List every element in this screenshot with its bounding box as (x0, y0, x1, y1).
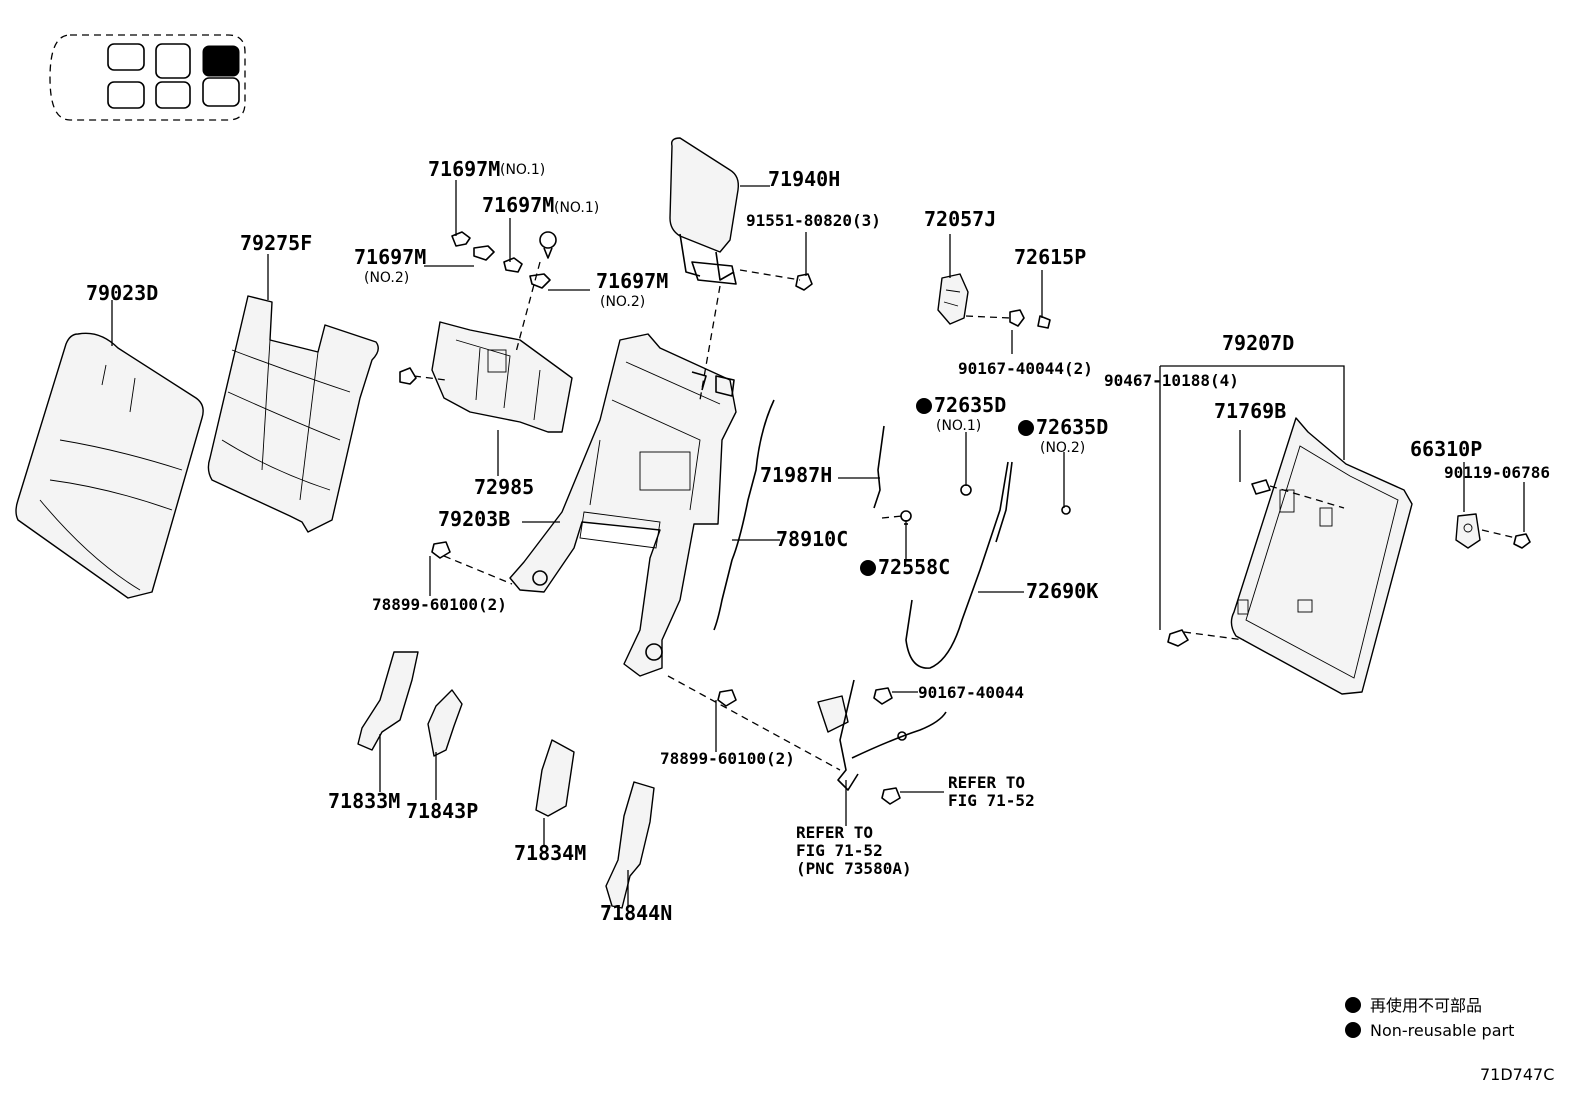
part-71940H-headrest (669, 137, 813, 291)
label-72635D-b: 72635D (1036, 415, 1108, 439)
label-72057J: 72057J (924, 207, 996, 231)
part-79023D-seatback-cover (15, 332, 204, 599)
part-79207D-board (1167, 417, 1413, 695)
label-71987H: 71987H (760, 463, 832, 487)
part-71844N-cover (605, 781, 655, 909)
label-71697M-b-note: (NO.1) (554, 200, 599, 216)
label-90467: 90467-10188(4) (1104, 371, 1239, 390)
label-78910C: 78910C (776, 527, 848, 551)
part-72985-bracket (399, 321, 573, 433)
label-71697M-a: 71697M (428, 157, 500, 181)
seat-cell (155, 81, 191, 109)
label-79207D: 79207D (1222, 331, 1294, 355)
legend-bullet (1345, 1022, 1361, 1038)
legend-bullet (1345, 997, 1361, 1013)
part-71843P-cover (427, 689, 463, 757)
seat-cell-highlighted (202, 45, 240, 77)
label-refer2-line1: REFER TO (796, 823, 873, 842)
label-79203B: 79203B (438, 507, 510, 531)
seat-cell (107, 81, 145, 109)
label-91551: 91551-80820(3) (746, 211, 881, 230)
part-seatbelt-assembly (817, 679, 947, 805)
label-72985: 72985 (474, 475, 534, 499)
label-refer2-line3: (PNC 73580A) (796, 859, 912, 878)
label-71697M-d-note: (NO.2) (600, 294, 645, 310)
label-72690K: 72690K (1026, 579, 1098, 603)
legend: 再使用不可部品 Non-reusable part (1345, 996, 1514, 1040)
label-79275F: 79275F (240, 231, 312, 255)
label-72635D-b-note: (NO.2) (1040, 440, 1085, 456)
non-reusable-marker (1018, 420, 1034, 436)
leader-lines (111, 180, 1525, 906)
label-72558C: 72558C (878, 555, 950, 579)
non-reusable-marker (860, 560, 876, 576)
part-71697M-clips (451, 231, 557, 289)
part-78910C-cable (713, 399, 912, 631)
part-79275F-pad (207, 295, 379, 533)
label-71843P: 71843P (406, 799, 478, 823)
seat-cell (202, 77, 240, 107)
label-72635D-a: 72635D (934, 393, 1006, 417)
label-71697M-c: 71697M (354, 245, 426, 269)
figure-code: 71D747C (1480, 1065, 1554, 1084)
label-71833M: 71833M (328, 789, 400, 813)
label-71697M-b: 71697M (482, 193, 554, 217)
label-71940H: 71940H (768, 167, 840, 191)
label-78899-a: 78899-60100(2) (372, 595, 507, 614)
seat-cell (155, 43, 191, 79)
label-71834M: 71834M (514, 841, 586, 865)
label-66310P: 66310P (1410, 437, 1482, 461)
label-90119: 90119-06786 (1444, 463, 1550, 482)
label-90167-b: 90167-40044 (918, 683, 1024, 702)
legend-jp: 再使用不可部品 (1370, 996, 1482, 1015)
part-72057J-cover (937, 273, 1051, 329)
label-refer1-line1: REFER TO (948, 773, 1025, 792)
label-78899-b: 78899-60100(2) (660, 749, 795, 768)
non-reusable-marker (916, 398, 932, 414)
assembly-lines (413, 261, 1517, 771)
label-refer2-line2: FIG 71-52 (796, 841, 883, 860)
legend-en: Non-reusable part (1370, 1021, 1514, 1040)
part-71834M-cover (535, 739, 575, 817)
part-66310P-hook (1455, 513, 1531, 549)
label-90167-a: 90167-40044(2) (958, 359, 1093, 378)
label-71697M-c-note: (NO.2) (364, 270, 409, 286)
part-79203B-frame (509, 333, 737, 677)
label-71697M-d: 71697M (596, 269, 668, 293)
label-71769B: 71769B (1214, 399, 1286, 423)
label-72635D-a-note: (NO.1) (936, 418, 981, 434)
seat-locator (49, 34, 246, 121)
label-72615P: 72615P (1014, 245, 1086, 269)
label-79023D: 79023D (86, 281, 158, 305)
label-71844N: 71844N (600, 901, 672, 925)
seat-cell (107, 43, 145, 71)
part-71833M-cover (357, 651, 419, 751)
label-refer1-line2: FIG 71-52 (948, 791, 1035, 810)
label-71697M-a-note: (NO.1) (500, 162, 545, 178)
